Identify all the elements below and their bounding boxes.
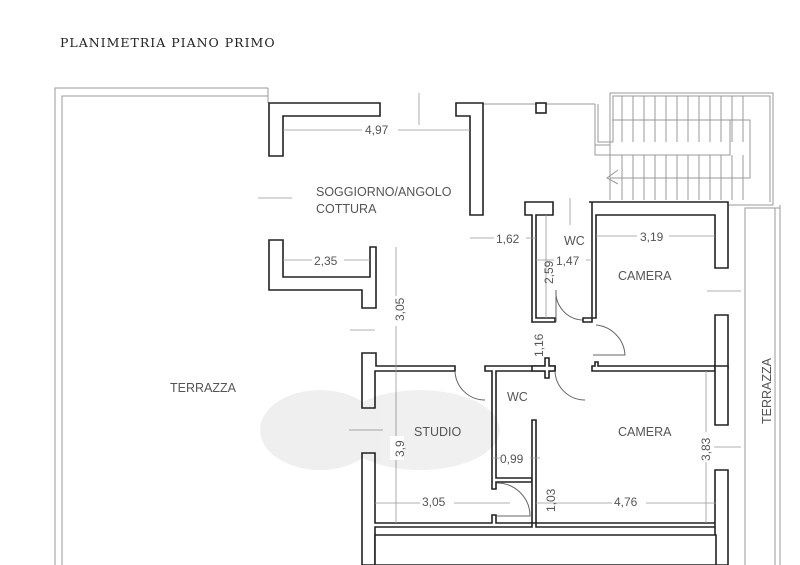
dim-hall-height: 3,05: [393, 297, 407, 321]
room-label-living: SOGGIORNO/ANGOLO: [316, 185, 452, 199]
dim-living-bottom: 2,35: [314, 254, 338, 268]
left-terrace-outline: [54, 87, 269, 565]
watermark-logo: [260, 390, 500, 470]
dim-camera-top-width: 3,19: [640, 230, 664, 244]
doors: [454, 289, 626, 517]
dim-camera-bottom-width: 4,76: [614, 495, 638, 509]
room-label-studio: STUDIO: [414, 425, 462, 439]
room-label-wc-top: WC: [564, 234, 585, 248]
right-terrace-outline: [744, 205, 781, 565]
room-label-wc-bottom: WC: [507, 390, 528, 404]
dim-wc-top-width: 1,47: [556, 254, 580, 268]
dim-wc-top-height: 2,59: [542, 260, 556, 284]
room-label-camera-top: CAMERA: [618, 269, 672, 283]
room-label-camera-bottom: CAMERA: [618, 425, 672, 439]
dim-hall-width: 1,62: [496, 232, 520, 246]
room-label-terrace-right: TERRAZZA: [760, 357, 774, 424]
window-marks: [258, 93, 741, 448]
dim-studio-width: 3,05: [422, 495, 446, 509]
room-label-terrace-left: TERRAZZA: [170, 381, 237, 395]
walls: [268, 102, 729, 565]
dim-corridor: 1,16: [532, 333, 546, 357]
staircase: [594, 92, 774, 206]
dim-closet: 1,03: [544, 488, 558, 512]
plan-title: PLANIMETRIA PIANO PRIMO: [60, 35, 276, 50]
column: [535, 102, 547, 114]
dim-wc-bottom-width: 0,99: [500, 452, 524, 466]
dim-living-width: 4,97: [365, 123, 389, 137]
dim-camera-bottom-height: 3,83: [699, 437, 713, 461]
dim-studio-height: 3,9: [393, 440, 407, 457]
room-label-living-2: COTTURA: [316, 202, 377, 216]
